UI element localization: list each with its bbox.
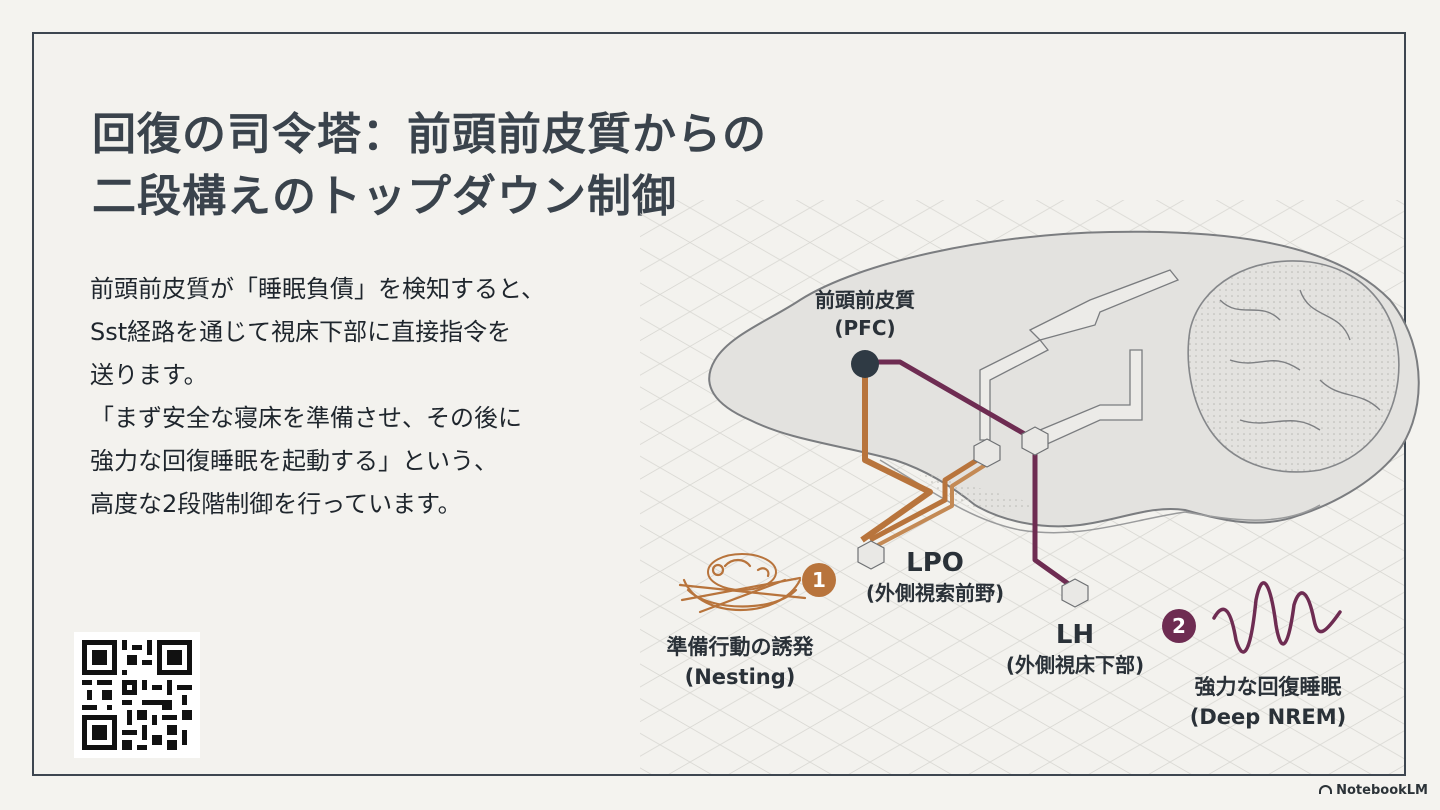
lpo-label: LPO (外側視索前野) [850, 546, 1020, 606]
output-1-en: (Nesting) [640, 662, 840, 692]
brand-label: NotebookLM [1336, 783, 1428, 798]
step-1-badge: 1 [802, 563, 836, 597]
pfc-node [851, 350, 879, 378]
output-1-name: 準備行動の誘発 [640, 632, 840, 662]
lpo-full: (外側視索前野) [850, 580, 1020, 606]
lpo-name: LPO [850, 546, 1020, 580]
output-2-label: 強力な回復睡眠 (Deep NREM) [1168, 672, 1368, 732]
notebooklm-watermark: NotebookLM [1319, 783, 1428, 798]
output-2-en: (Deep NREM) [1168, 702, 1368, 732]
pfc-abbr: (PFC) [800, 314, 930, 342]
output-1-label: 準備行動の誘発 (Nesting) [640, 632, 840, 692]
pfc-label: 前頭前皮質 (PFC) [800, 286, 930, 342]
notebooklm-logo-icon [1319, 785, 1332, 794]
step-2-badge: 2 [1162, 609, 1196, 643]
output-2-name: 強力な回復睡眠 [1168, 672, 1368, 702]
lh-full: (外側視床下部) [990, 652, 1160, 678]
lh-label: LH (外側視床下部) [990, 618, 1160, 678]
lh-name: LH [990, 618, 1160, 652]
pfc-name: 前頭前皮質 [800, 286, 930, 314]
